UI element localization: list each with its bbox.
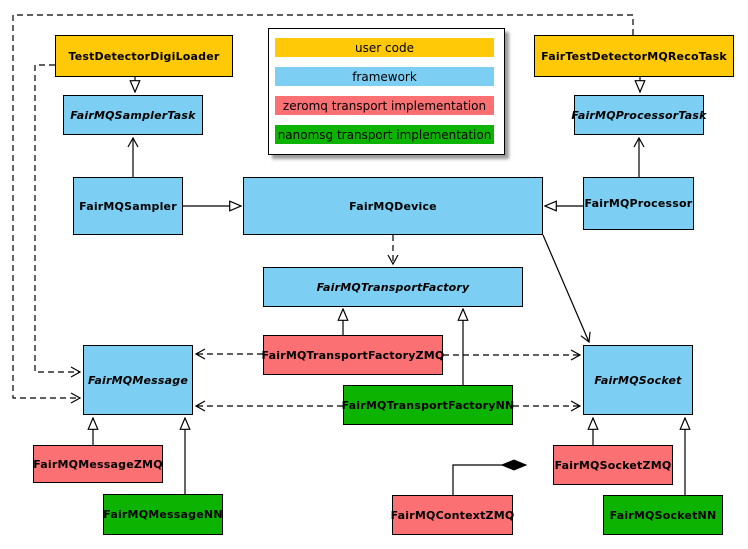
legend-item-zeromq: zeromq transport implementation (275, 96, 494, 115)
edge-device-uses-socket (542, 234, 591, 344)
node-fairmq-transport-factory-zmq: FairMQTransportFactoryZMQ (262, 335, 444, 375)
edge-digiloader-uses-message (34, 64, 82, 378)
node-fairmq-socket-zmq: FairMQSocketZMQ (553, 445, 673, 485)
node-fairmq-sampler: FairMQSampler (73, 177, 183, 235)
legend-item-user-code: user code (275, 38, 494, 57)
node-fairmq-transport-factory: FairMQTransportFactory (263, 267, 523, 307)
node-fairmq-message: FairMQMessage (83, 345, 193, 415)
node-fairmq-context-zmq: FairMQContextZMQ (391, 495, 514, 535)
node-fairmq-sampler-task: FairMQSamplerTask (63, 95, 203, 135)
node-fairmq-message-zmq: FairMQMessageZMQ (33, 445, 163, 483)
node-fairmq-socket: FairMQSocket (583, 345, 693, 415)
node-fairmq-socket-nn: FairMQSocketNN (603, 495, 723, 535)
node-fairmq-device: FairMQDevice (243, 177, 543, 235)
node-test-detector-digi-loader: TestDetectorDigiLoader (55, 35, 233, 77)
node-fair-test-detector-mq-reco-task: FairTestDetectorMQRecoTask (534, 35, 734, 77)
node-fairmq-processor-task: FairMQProcessorTask (571, 95, 706, 135)
edge-socketzmq-owns-contextzmq (452, 465, 526, 495)
legend-item-nanomsg: nanomsg transport implementation (275, 125, 494, 144)
edge-recotask-uses-message (12, 14, 634, 404)
node-fairmq-processor: FairMQProcessor (583, 177, 694, 230)
node-fairmq-message-nn: FairMQMessageNN (103, 494, 223, 535)
legend: user code framework zeromq transport imp… (268, 28, 505, 155)
legend-item-framework: framework (275, 67, 494, 86)
node-fairmq-transport-factory-nn: FairMQTransportFactoryNN (342, 385, 514, 425)
